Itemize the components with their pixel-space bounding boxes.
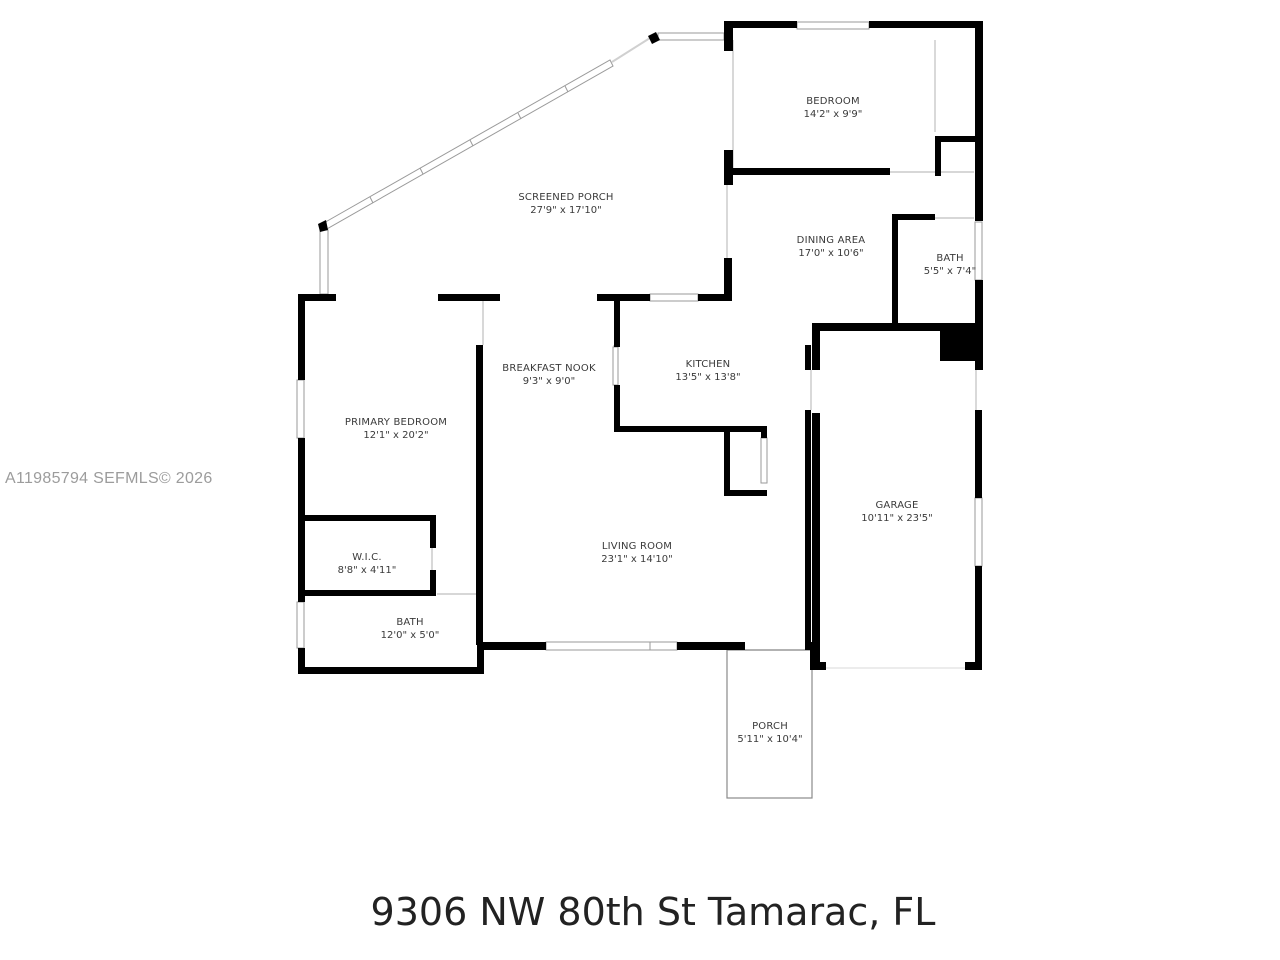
room-label-porch: PORCH 5'11" x 10'4" xyxy=(737,720,802,746)
room-name: BREAKFAST NOOK xyxy=(502,363,596,374)
room-name: LIVING ROOM xyxy=(601,541,673,552)
room-name: GARAGE xyxy=(875,500,919,511)
room-name: W.I.C. xyxy=(352,552,382,563)
walls xyxy=(298,21,983,674)
room-dimensions: 17'0" x 10'6" xyxy=(798,248,864,259)
room-label-breakfast-nook: BREAKFAST NOOK 9'3" x 9'0" xyxy=(502,362,595,388)
thin-lines xyxy=(431,40,977,799)
room-name: KITCHEN xyxy=(685,359,731,370)
room-label-bedroom: BEDROOM 14'2" x 9'9" xyxy=(804,95,863,121)
room-dimensions: 23'1" x 14'10" xyxy=(601,554,673,565)
room-dimensions: 5'5" x 7'4" xyxy=(923,266,977,277)
room-label-screened-porch: SCREENED PORCH 27'9" x 17'10" xyxy=(518,191,613,217)
room-dimensions: 10'11" x 23'5" xyxy=(861,513,933,524)
room-name: BATH xyxy=(396,617,424,628)
room-name: BEDROOM xyxy=(806,96,860,107)
room-name: PORCH xyxy=(752,721,788,732)
room-label-dining-area: DINING AREA 17'0" x 10'6" xyxy=(797,234,866,260)
room-name: BATH xyxy=(936,253,964,264)
room-label-garage: GARAGE 10'11" x 23'5" xyxy=(861,499,933,525)
room-name: SCREENED PORCH xyxy=(518,192,614,203)
room-dimensions: 5'11" x 10'4" xyxy=(737,734,803,745)
room-dimensions: 12'1" x 20'2" xyxy=(363,430,429,441)
room-dimensions: 8'8" x 4'11" xyxy=(337,565,397,576)
room-dimensions: 12'0" x 5'0" xyxy=(380,630,440,641)
room-dimensions: 14'2" x 9'9" xyxy=(803,109,863,120)
room-label-wic: W.I.C. 8'8" x 4'11" xyxy=(338,551,397,577)
room-dimensions: 9'3" x 9'0" xyxy=(522,376,576,387)
room-name: PRIMARY BEDROOM xyxy=(344,417,448,428)
room-name: DINING AREA xyxy=(796,235,866,246)
property-address: 9306 NW 80th St Tamarac, FL xyxy=(370,890,936,934)
mls-watermark: A11985794 SEFMLS© 2026 xyxy=(5,470,213,487)
room-label-kitchen: KITCHEN 13'5" x 13'8" xyxy=(675,358,740,384)
room-dimensions: 27'9" x 17'10" xyxy=(530,205,602,216)
room-dimensions: 13'5" x 13'8" xyxy=(675,372,741,383)
room-label-living-room: LIVING ROOM 23'1" x 14'10" xyxy=(601,540,673,566)
room-label-bath-1: BATH 5'5" x 7'4" xyxy=(924,252,976,278)
room-label-bath-2: BATH 12'0" x 5'0" xyxy=(381,616,440,642)
room-label-primary-bedroom: PRIMARY BEDROOM 12'1" x 20'2" xyxy=(345,416,447,442)
